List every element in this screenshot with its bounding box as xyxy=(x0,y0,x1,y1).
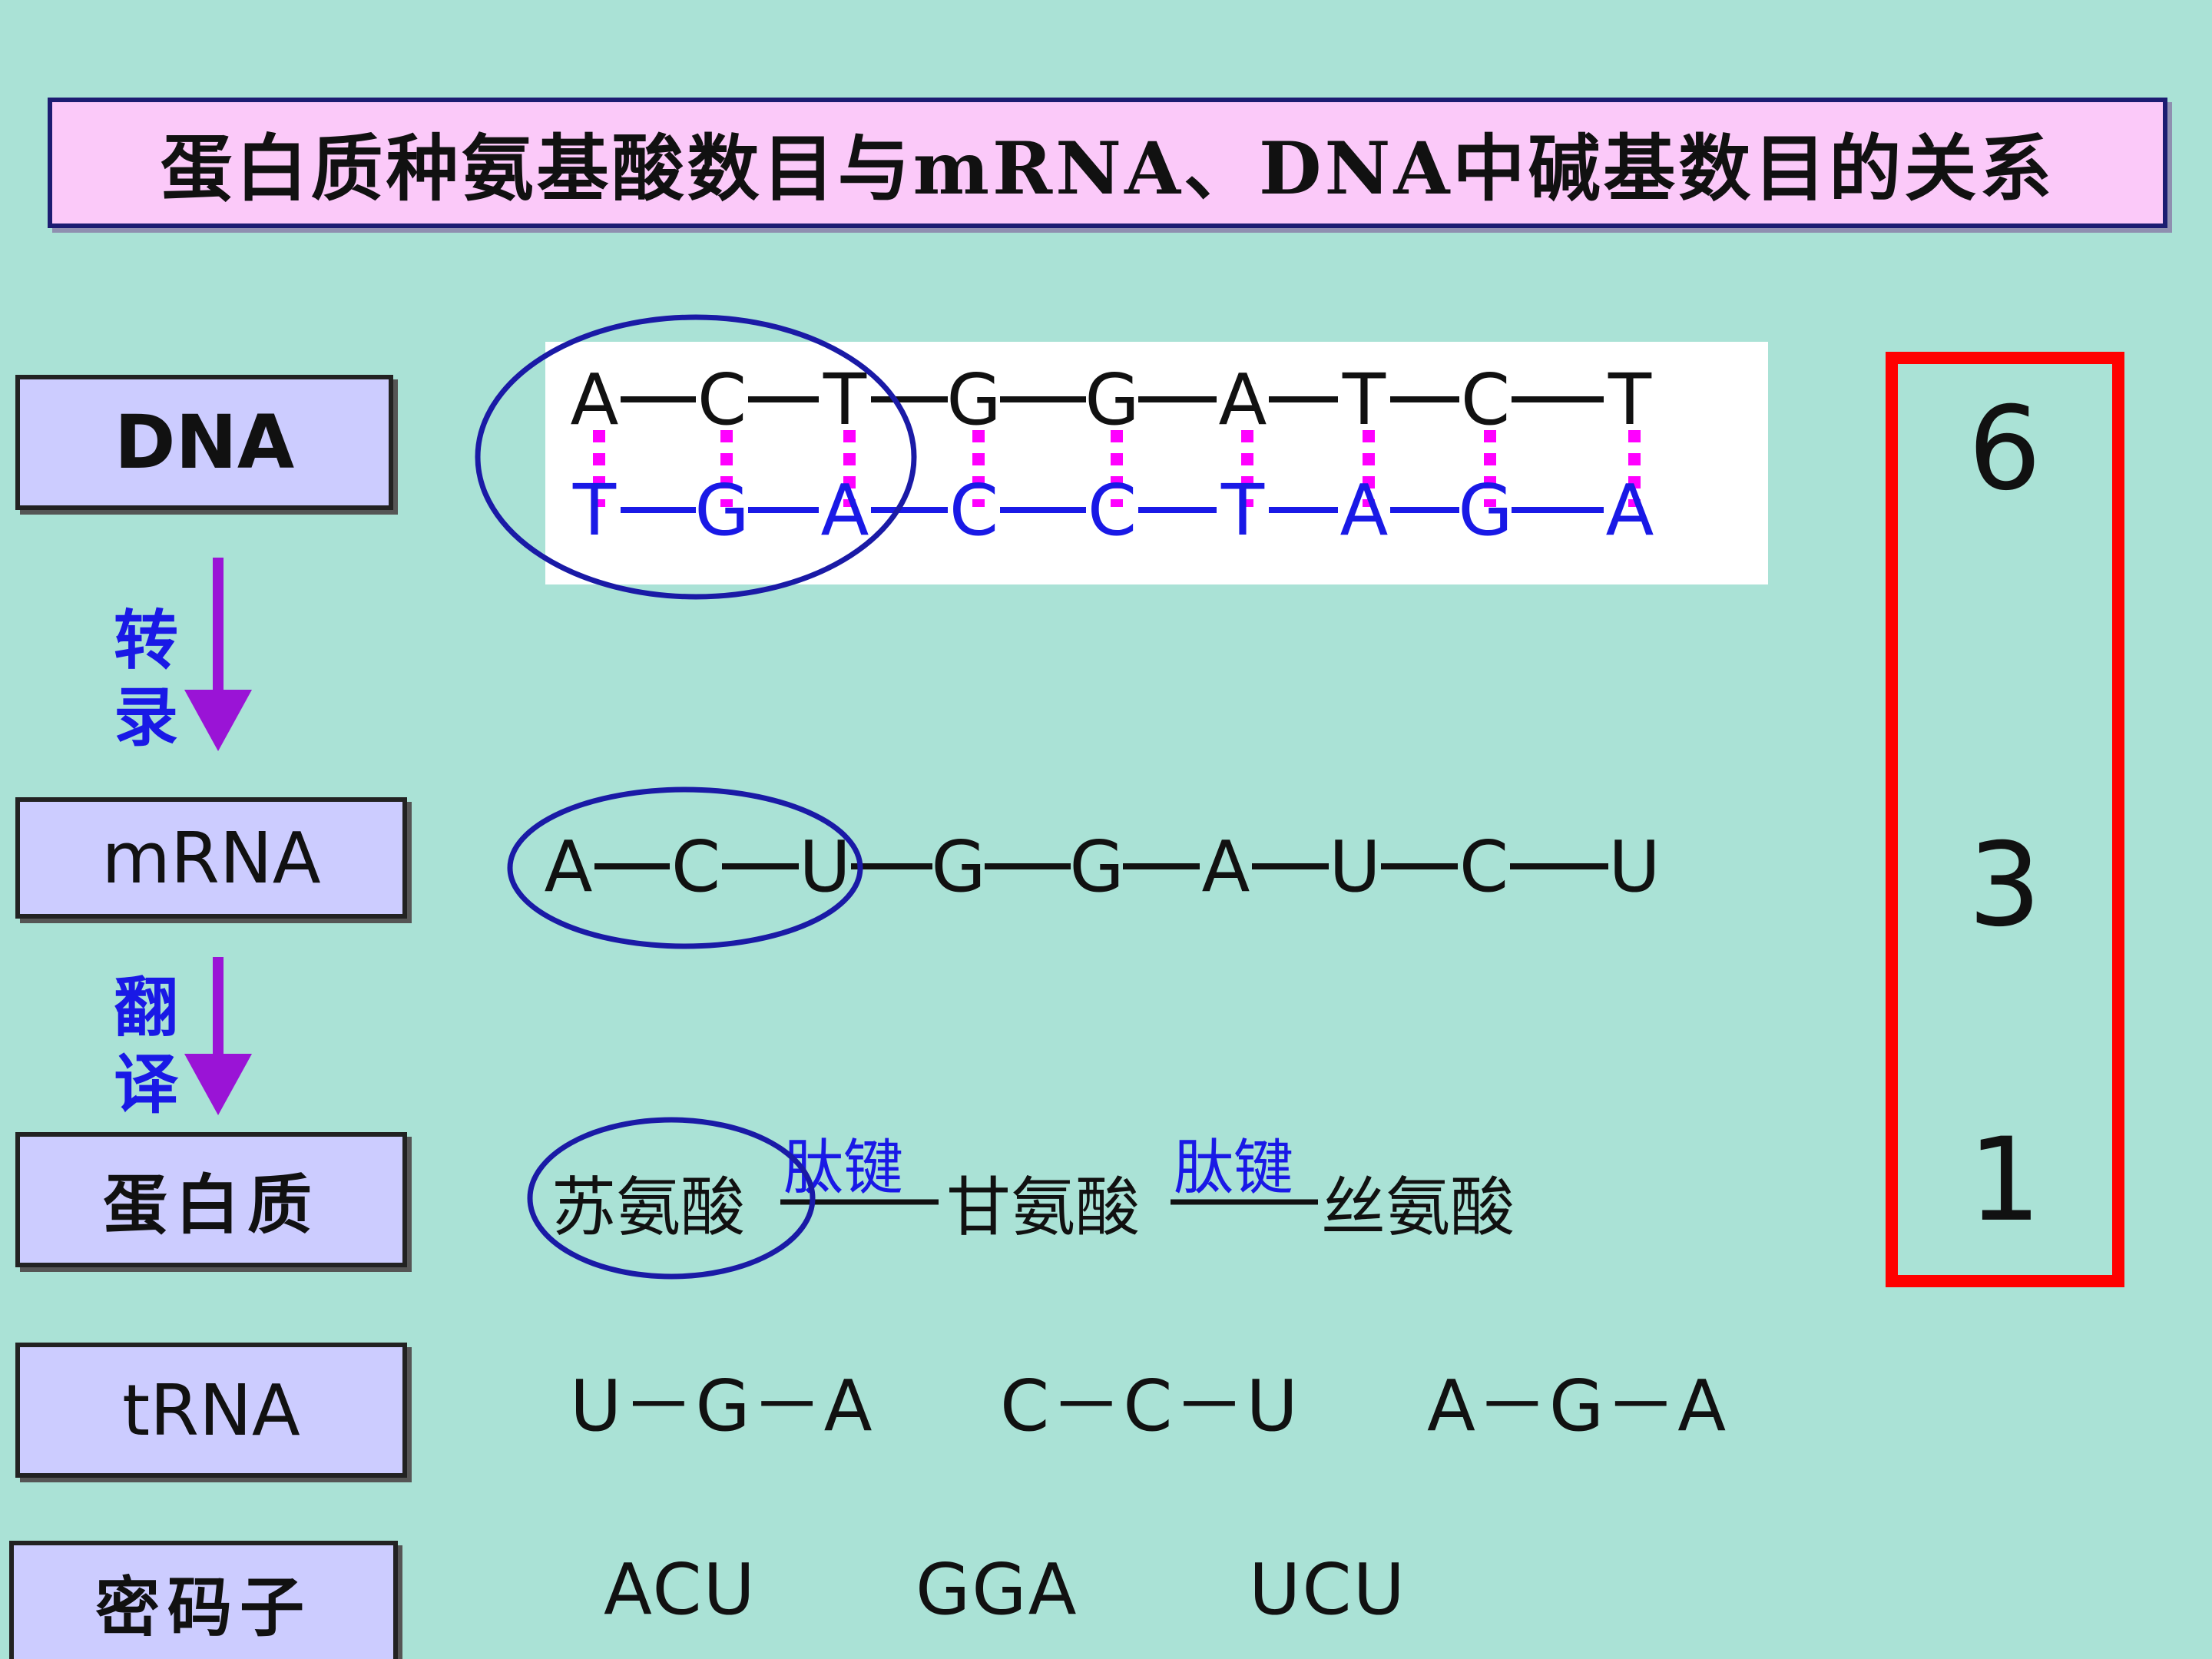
dna-top-base: T xyxy=(1608,359,1652,441)
dna-bottom-base: A xyxy=(821,469,869,551)
mrna-base: U xyxy=(1329,826,1380,908)
amino-acid-3: 丝氨酸 xyxy=(1321,1170,1515,1245)
dna-top-base: A xyxy=(1219,359,1267,441)
dna-bottom-base: G xyxy=(1458,469,1512,551)
label-mrna: mRNA xyxy=(15,797,407,919)
mrna-base: G xyxy=(931,826,985,908)
mrna-base: U xyxy=(799,826,850,908)
dna-top-base: C xyxy=(1461,359,1510,441)
mrna-codon-ellipse xyxy=(507,786,863,949)
mrna-base: C xyxy=(671,826,720,908)
mrna-base: A xyxy=(1202,826,1250,908)
translation-arrow-head xyxy=(184,1054,252,1115)
mrna-base: A xyxy=(545,826,593,908)
ratio-protein: 1 xyxy=(1968,1114,2041,1247)
dna-top-base: A xyxy=(571,359,619,441)
dna-bottom-base: A xyxy=(1340,469,1389,551)
dna-triplet-ellipse xyxy=(475,314,917,600)
dna-bottom-base: A xyxy=(1606,469,1654,551)
label-trna: tRNA xyxy=(15,1343,407,1478)
dna-bottom-base: T xyxy=(1220,469,1265,551)
amino-acid-2: 甘氨酸 xyxy=(946,1170,1141,1245)
dna-bottom-base: T xyxy=(572,469,617,551)
ratio-frame xyxy=(1886,352,2124,1287)
label-codon: 密码子 xyxy=(9,1541,398,1659)
dna-bottom-base: C xyxy=(1088,469,1137,551)
transcription-char-2: 录 xyxy=(113,679,178,755)
ratio-dna: 6 xyxy=(1968,382,2041,516)
label-dna: DNA xyxy=(15,375,393,510)
codon-2: GGA xyxy=(916,1548,1078,1631)
mrna-base: C xyxy=(1459,826,1508,908)
mrna-base: G xyxy=(1069,826,1124,908)
dna-panel xyxy=(545,342,1768,584)
dna-bottom-base: G xyxy=(694,469,749,551)
anticodon-1: U－G－A xyxy=(570,1365,874,1447)
transcription-label: 转 录 xyxy=(108,602,184,756)
dna-bottom-base: C xyxy=(949,469,998,551)
mrna-base: U xyxy=(1608,826,1660,908)
dna-top-base: G xyxy=(946,359,1001,441)
transcription-char-1: 转 xyxy=(113,602,178,678)
page-title: 蛋白质种氨基酸数目与mRNA、DNA中碱基数目的关系 xyxy=(48,98,2167,228)
transcription-arrow-head xyxy=(184,690,252,751)
ratio-mrna: 3 xyxy=(1968,819,2041,952)
dna-top-base: T xyxy=(1342,359,1386,441)
dna-top-base: T xyxy=(823,359,867,441)
amino-acid-1: 苏氨酸 xyxy=(551,1170,746,1245)
anticodon-2: C－C－U xyxy=(1000,1365,1300,1447)
codon-3: UCU xyxy=(1249,1548,1406,1631)
codon-1: ACU xyxy=(604,1548,757,1631)
dna-top-base: G xyxy=(1084,359,1139,441)
dna-top-base: C xyxy=(697,359,747,441)
translation-char-2: 译 xyxy=(113,1046,178,1122)
translation-char-1: 翻 xyxy=(113,969,178,1045)
amino-acid-ellipse xyxy=(527,1117,816,1280)
anticodon-3: A－G－A xyxy=(1427,1365,1728,1447)
peptide-bond-label-2: 肽键 xyxy=(1174,1134,1294,1203)
translation-label: 翻 译 xyxy=(108,969,184,1123)
label-protein: 蛋白质 xyxy=(15,1132,407,1267)
